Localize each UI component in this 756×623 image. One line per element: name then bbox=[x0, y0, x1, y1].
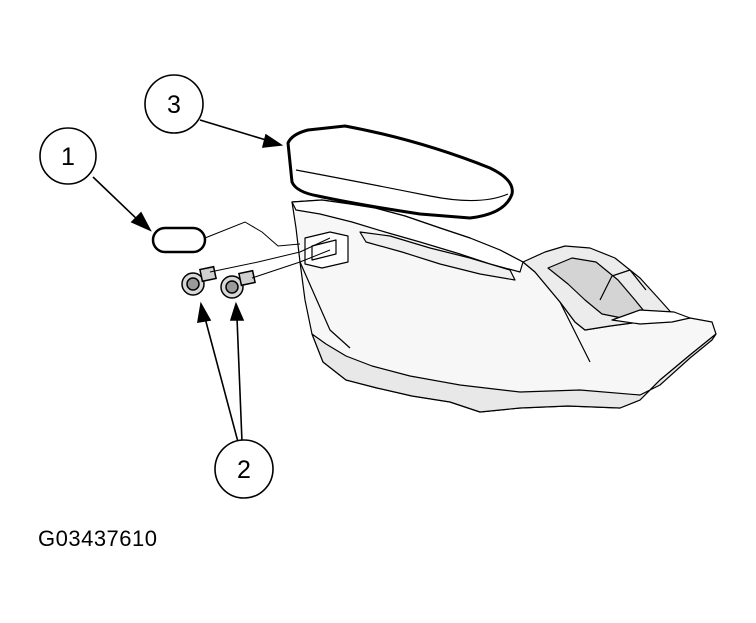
console-side-crease-2 bbox=[559, 301, 591, 363]
bolt-right bbox=[220, 269, 256, 299]
bolt-left bbox=[181, 265, 217, 296]
callout-arrows bbox=[92, 119, 284, 443]
alignment-lines bbox=[204, 221, 331, 279]
arrow-head-2b bbox=[229, 301, 245, 321]
armrest-pad bbox=[286, 124, 514, 220]
figure-id: G03437610 bbox=[38, 526, 158, 551]
callout-2-label: 2 bbox=[237, 456, 251, 484]
armrest-plug bbox=[151, 226, 207, 254]
console-side-crease bbox=[299, 261, 351, 349]
arrow-head-3 bbox=[261, 133, 284, 148]
console-cupholder-divider bbox=[599, 269, 647, 301]
callout-3: 3 bbox=[144, 74, 204, 134]
floor-console bbox=[291, 199, 717, 413]
callout-2: 2 bbox=[214, 439, 274, 499]
console-storage-lid bbox=[359, 231, 516, 281]
console-mount-slot bbox=[311, 239, 337, 261]
console-front-step bbox=[611, 309, 691, 325]
arrow-head-2a bbox=[197, 301, 212, 323]
callout-1-label: 1 bbox=[61, 143, 75, 171]
arrow-head-1 bbox=[130, 211, 152, 232]
callout-1: 1 bbox=[39, 127, 97, 185]
bolts bbox=[181, 265, 256, 299]
console-lower-band bbox=[311, 333, 717, 413]
callout-3-label: 3 bbox=[167, 91, 181, 119]
